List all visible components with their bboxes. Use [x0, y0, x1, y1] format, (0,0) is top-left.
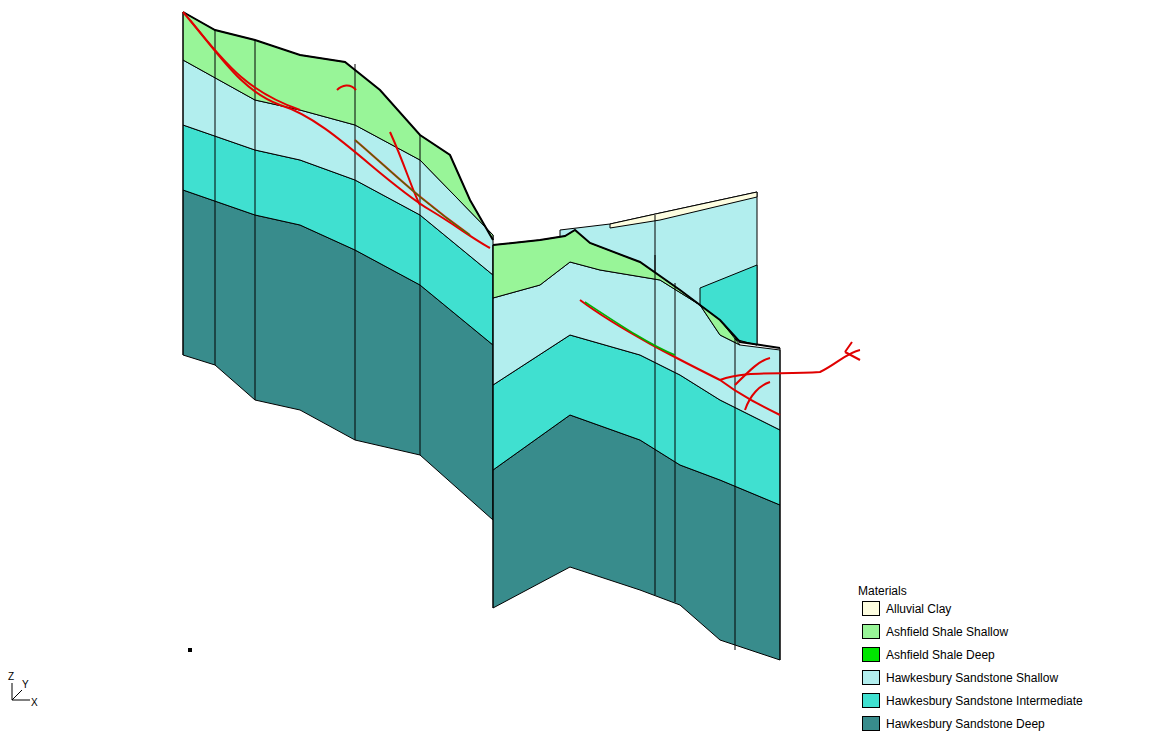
legend-swatch [862, 624, 880, 639]
legend-swatch [862, 670, 880, 685]
legend-swatch [862, 716, 880, 731]
shale-lens [585, 302, 675, 355]
legend-label: Hawkesbury Sandstone Shallow [886, 671, 1058, 685]
legend-swatch [862, 693, 880, 708]
right-panel [493, 230, 780, 660]
marker-dot [188, 648, 192, 652]
axis-label: X [31, 697, 38, 709]
legend-label: Ashfield Shale Shallow [886, 625, 1008, 639]
legend-label: Alluvial Clay [886, 602, 951, 616]
legend-heading: Materials [858, 584, 907, 598]
legend-swatch [862, 647, 880, 662]
legend-swatch [862, 601, 880, 616]
shale-lens [355, 140, 470, 235]
tunnel-alignments [183, 12, 860, 415]
left-panel [183, 12, 493, 520]
axis-label: Z [8, 671, 14, 683]
legend-label: Hawkesbury Sandstone Deep [886, 717, 1045, 731]
legend-label: Ashfield Shale Deep [886, 648, 995, 662]
legend-label: Hawkesbury Sandstone Intermediate [886, 694, 1083, 708]
axis-label: Y [22, 679, 29, 691]
